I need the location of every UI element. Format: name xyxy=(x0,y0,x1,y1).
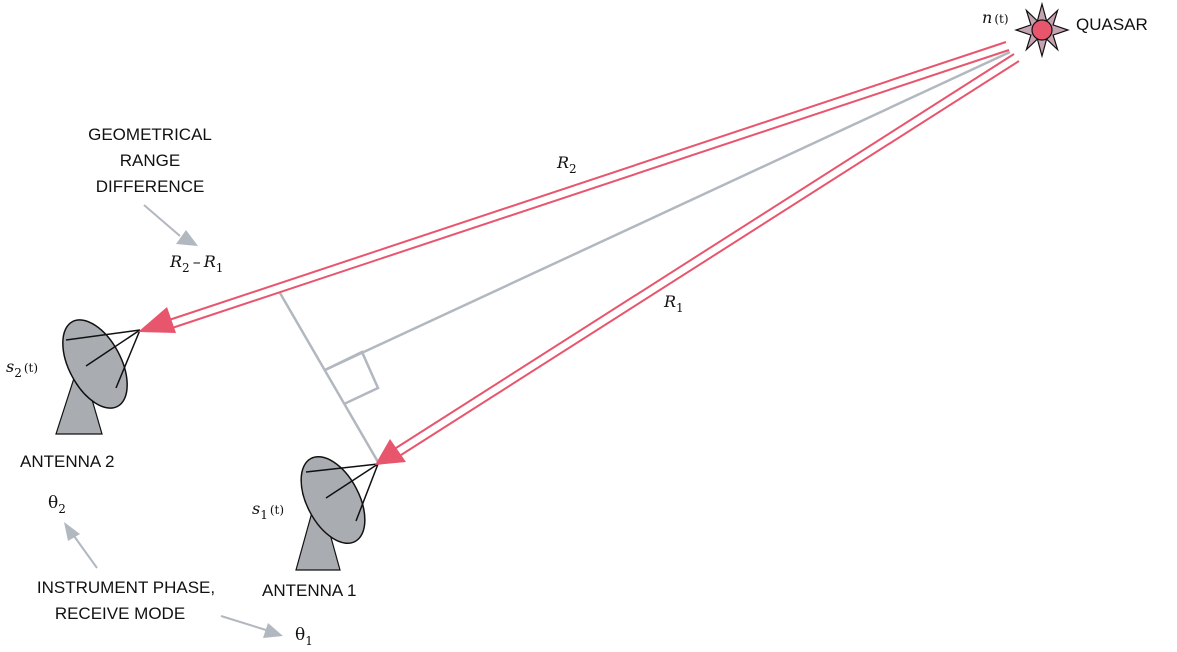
instrument-note: INSTRUMENT PHASE, RECEIVE MODE xyxy=(37,578,215,623)
range-difference-label: R2–R1 xyxy=(169,252,223,275)
geometric-note: GEOMETRICAL RANGE DIFFERENCE xyxy=(88,125,212,196)
geometric-note-line-1: GEOMETRICAL xyxy=(88,125,212,144)
antenna-2-signal-label: s2(t) xyxy=(6,357,38,380)
antenna-2-feed-struts xyxy=(65,329,141,389)
antenna-2-label: ANTENNA 2 xyxy=(20,452,114,471)
quasar-signal-label: n(t) xyxy=(982,8,1009,27)
geometric-note-line-3: DIFFERENCE xyxy=(96,177,205,196)
quasar-label: QUASAR xyxy=(1076,15,1148,34)
instrument-note-line-2: RECEIVE MODE xyxy=(55,604,185,623)
theta-1-label: θ1 xyxy=(295,625,313,648)
wavefront-construction xyxy=(278,50,1011,463)
wavefront-line xyxy=(278,292,380,463)
signal-arrowhead-r1 xyxy=(375,439,406,465)
signal-beam-r1 xyxy=(395,53,1020,456)
quasar-core xyxy=(1031,19,1053,41)
antenna-1-signal-label: s1(t) xyxy=(252,499,284,522)
theta2-pointer xyxy=(64,522,98,569)
theta-2-label: θ2 xyxy=(48,493,66,516)
antenna-1-feed-struts xyxy=(305,463,379,522)
antenna-2-dish xyxy=(55,319,141,435)
range-r1-label: R1 xyxy=(663,292,684,315)
baseline-center-line xyxy=(324,50,1011,372)
antenna-1-dish xyxy=(295,455,379,571)
signal-arrowhead-r2 xyxy=(138,307,176,333)
geometric-note-pointer xyxy=(143,204,198,246)
theta1-pointer xyxy=(220,615,283,638)
antenna-1-reflector xyxy=(300,455,366,545)
right-angle-marker xyxy=(324,350,380,406)
antenna-1-label: ANTENNA 1 xyxy=(262,581,356,600)
antenna-2-reflector xyxy=(62,319,128,409)
range-r2-label: R2 xyxy=(556,153,577,176)
quasar-star-icon xyxy=(1014,1,1070,59)
geometric-note-line-2: RANGE xyxy=(120,151,180,170)
instrument-note-line-1: INSTRUMENT PHASE, xyxy=(37,578,215,597)
signal-beam-r2 xyxy=(165,41,1010,330)
